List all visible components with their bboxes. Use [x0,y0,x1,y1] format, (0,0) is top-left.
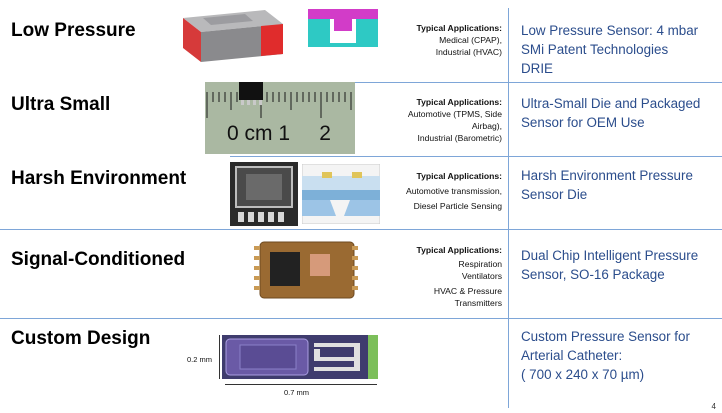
category-title-custom-design: Custom Design [11,328,151,349]
description-line: DRIE [521,61,553,76]
description-signal-conditioned: Dual Chip Intelligent Pressure Sensor, S… [521,246,716,284]
typical-applications-harsh-environment: Typical Applications: Automotive transmi… [392,170,502,212]
applications-header: Typical Applications: [416,23,502,33]
signal-conditioned-package-photo [252,236,360,309]
typical-applications-ultra-small: Typical Applications: Automotive (TPMS, … [392,96,502,144]
application-item: HVAC & Pressure [433,286,502,296]
row-separator [230,156,722,157]
low-pressure-die-image [183,10,283,67]
category-title-low-pressure: Low Pressure [11,20,136,41]
description-line: Ultra-Small Die and Packaged [521,96,701,111]
ruler-label: 0 cm 1 2 [227,122,331,145]
dimension-width-label: 0.7 mm [284,388,310,397]
typical-applications-signal-conditioned: Typical Applications: Respiration Ventil… [392,244,502,309]
description-line: ( 700 x 240 x 70 µm) [521,367,645,382]
category-title-ultra-small: Ultra Small [11,94,111,115]
harsh-environment-die-photo [230,162,298,231]
description-line: SMi Patent Technologies [521,42,669,57]
description-low-pressure: Low Pressure Sensor: 4 mbar SMi Patent T… [521,21,716,78]
applications-header: Typical Applications: [416,97,502,107]
application-item: Airbag), [471,121,502,131]
row-separator [0,229,722,230]
application-item: Automotive transmission, [406,186,502,196]
description-line: Dual Chip Intelligent Pressure [521,248,699,263]
application-item: Ventilators [461,271,502,281]
applications-header: Typical Applications: [416,171,502,181]
applications-header: Typical Applications: [416,245,502,255]
typical-applications-low-pressure: Typical Applications: Medical (CPAP), In… [392,22,502,58]
description-line: Harsh Environment Pressure [521,168,693,183]
description-line: Sensor Die [521,187,588,202]
application-item: Respiration [458,259,502,269]
description-custom-design: Custom Pressure Sensor for Arterial Cath… [521,327,716,384]
dimension-width-line [225,384,377,385]
description-line: Arterial Catheter: [521,348,623,363]
description-harsh-environment: Harsh Environment Pressure Sensor Die [521,166,716,204]
application-item: Industrial (Barometric) [417,133,502,143]
dimension-height-label: 0.2 mm [187,355,213,364]
column-divider [508,8,509,408]
custom-design-catheter-die [222,335,378,384]
application-item: Transmitters [454,298,502,308]
ultra-small-ruler-image: 0 cm 1 2 [205,82,355,154]
low-pressure-cross-section-image [308,9,378,52]
row-separator [310,82,722,83]
description-ultra-small: Ultra-Small Die and Packaged Sensor for … [521,94,716,132]
application-item: Industrial (HVAC) [435,47,502,57]
application-item: Medical (CPAP), [439,35,502,45]
category-title-signal-conditioned: Signal-Conditioned [11,249,186,270]
description-line: Custom Pressure Sensor for [521,329,690,344]
dimension-height-line [219,335,220,379]
page-number: 4 [711,402,716,411]
description-line: Low Pressure Sensor: 4 mbar [521,23,699,38]
application-item: Automotive (TPMS, Side [407,109,502,119]
harsh-environment-cross-section [301,163,381,229]
description-line: Sensor for OEM Use [521,115,645,130]
application-item: Diesel Particle Sensing [413,201,502,211]
row-separator [0,318,722,319]
description-line: Sensor, SO-16 Package [521,267,665,282]
category-title-harsh-environment: Harsh Environment [11,168,187,189]
